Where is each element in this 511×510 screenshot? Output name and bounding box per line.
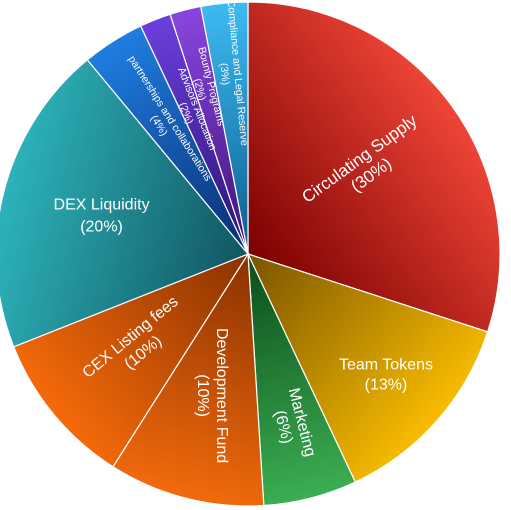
slice-value: (13%) <box>365 377 408 394</box>
pie-slices <box>0 1 501 507</box>
slice-value: (3%) <box>218 62 232 85</box>
slice-value: (10%) <box>194 374 211 417</box>
pie-label-team-tokens: Team Tokens (13%) <box>339 357 433 394</box>
slice-value: (2%) <box>191 77 208 101</box>
slice-name: Team Tokens <box>339 357 433 374</box>
pie-slice-compliance-and-legal-reserve <box>200 1 249 255</box>
slice-name: DEX Liquidity <box>54 197 150 214</box>
pie-slice-circulating-supply <box>247 1 501 333</box>
slice-value: (20%) <box>80 219 123 236</box>
pie-slice-team-tokens <box>246 253 489 483</box>
pie-slice-dex-liquidity <box>0 58 249 348</box>
pie-slice-development-fund <box>112 252 265 507</box>
pie-label-development-fund: Development Fund(10%) <box>194 328 230 463</box>
pie-label-dex-liquidity: DEX Liquidity (20%) <box>54 197 150 236</box>
pie-slice-cex-listing-fees <box>12 252 250 468</box>
slice-name: Development Fund <box>213 328 230 463</box>
